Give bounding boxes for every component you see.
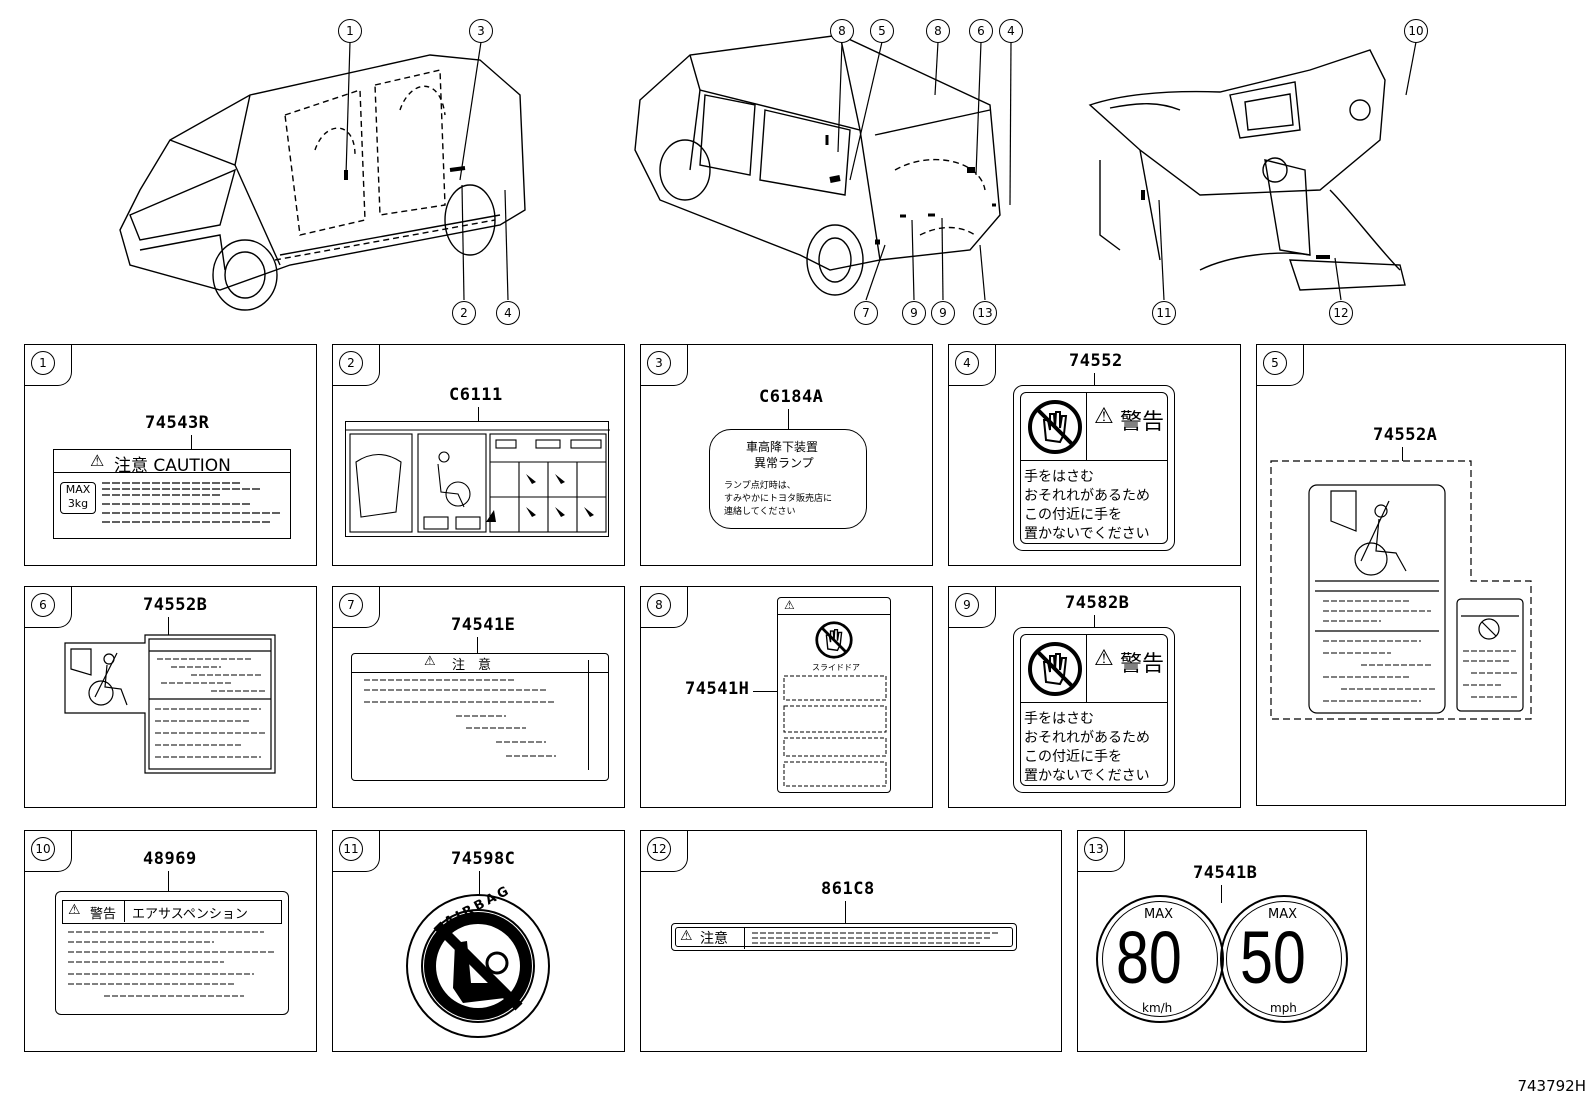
- callout-10: 10: [1404, 19, 1428, 43]
- callout-9-b: 9: [931, 301, 955, 325]
- callout-4-a: 4: [496, 301, 520, 325]
- no-hand-icon: [1028, 400, 1082, 454]
- part-code: C6111: [449, 385, 503, 405]
- max-weight-badge: MAX 3kg: [60, 482, 96, 514]
- caution-strip-label: ⚠ 注意: [671, 923, 1017, 951]
- panel-number: 4: [955, 351, 979, 375]
- panel-1: 1 74543R ⚠ 注意 CAUTION MAX 3kg: [24, 344, 317, 566]
- panel-9: 9 74582B ⚠ 警告 手をはさむ おそれれがあるため この付近に手を 置か…: [948, 586, 1241, 808]
- panel-7: 7 74541E ⚠ 注 意: [332, 586, 625, 808]
- part-code: 861C8: [821, 879, 875, 899]
- callout-leaders: [345, 41, 1417, 301]
- diagram-code: 743792H: [1517, 1077, 1586, 1095]
- panel-number: 2: [339, 351, 363, 375]
- warning-triangle-icon: ⚠: [784, 598, 795, 612]
- air-suspension-warning-label: ⚠ 警告 エアサスペンション: [55, 891, 289, 1015]
- panel-number: 11: [339, 837, 363, 861]
- van-front-illustration: [119, 54, 526, 311]
- warning-triangle-icon: ⚠: [68, 902, 81, 918]
- part-code: 74541H: [685, 679, 750, 699]
- callout-9-a: 9: [902, 301, 926, 325]
- warning-triangle-icon: ⚠: [1094, 404, 1114, 429]
- warning-triangle-icon: ⚠: [1094, 646, 1114, 671]
- panel-10: 10 48969 ⚠ 警告 エアサスペンション: [24, 830, 317, 1052]
- panel-number: 6: [31, 593, 55, 617]
- panel-number: 3: [647, 351, 671, 375]
- callout-3: 3: [469, 19, 493, 43]
- no-child-seat-airbag-icon: [406, 894, 550, 1038]
- part-code: 74543R: [145, 413, 210, 433]
- part-code: 74552B: [143, 595, 208, 615]
- warning-triangle-icon: ⚠: [90, 451, 105, 470]
- dashboard-interior-illustration: [1088, 49, 1406, 291]
- panel-number: 10: [31, 837, 55, 861]
- text-lines-graphic: [102, 482, 282, 523]
- panel-number: 13: [1084, 837, 1108, 861]
- callout-8-b: 8: [926, 19, 950, 43]
- panel-11: 11 74598C AIRBAG: [332, 830, 625, 1052]
- panel-12: 12 861C8 ⚠ 注意: [640, 830, 1062, 1052]
- callout-1: 1: [338, 19, 362, 43]
- part-code: 74598C: [451, 849, 516, 869]
- callout-7: 7: [854, 301, 878, 325]
- panel-2: 2 C6111: [332, 344, 625, 566]
- caution-text: 注意 CAUTION: [114, 456, 231, 476]
- panel-4: 4 74552 ⚠ 警告 手をはさむ おそれれがあるため この付近に手を 置かな…: [948, 344, 1241, 566]
- callout-13: 13: [973, 301, 997, 325]
- no-hand-icon: [815, 621, 853, 659]
- part-code: 74541B: [1193, 863, 1258, 883]
- no-hand-icon: [1028, 642, 1082, 696]
- panel-13: 13 74541B MAX 80 km/h MAX 50 mph: [1077, 830, 1367, 1052]
- part-code: C6184A: [759, 387, 824, 407]
- sliding-door-warning-label: ⚠ スライドドア: [777, 597, 891, 793]
- seatbelt-label-graphic: [64, 634, 276, 774]
- panel-5: 5 74552A: [1256, 344, 1566, 806]
- callout-8-a: 8: [830, 19, 854, 43]
- panel-number: 5: [1263, 351, 1287, 375]
- callout-6: 6: [969, 19, 993, 43]
- van-rear-illustration: [634, 34, 1001, 296]
- warning-triangle-icon: ⚠: [424, 654, 436, 669]
- panel-number: 9: [955, 593, 979, 617]
- caution-instruction-label: ⚠ 注 意: [351, 653, 609, 781]
- part-code: 48969: [143, 849, 197, 869]
- seatbelt-wheelchair-label-graphic: [1270, 460, 1532, 720]
- callout-2: 2: [452, 301, 476, 325]
- part-code: 74582B: [1065, 593, 1130, 613]
- caution-label: ⚠ 注意 CAUTION MAX 3kg: [53, 449, 291, 539]
- panel-6: 6 74552B: [24, 586, 317, 808]
- callout-12: 12: [1329, 301, 1353, 325]
- lowering-lamp-label: 車高降下装置 異常ランプ ランプ点灯時は、 すみやかにトヨタ販売店に 連絡してく…: [709, 429, 867, 529]
- panel-8: 8 74541H ⚠ スライドドア: [640, 586, 933, 808]
- callout-4-b: 4: [999, 19, 1023, 43]
- speed-limit-sign-kmh: MAX 80 km/h: [1096, 895, 1224, 1023]
- part-code: 74541E: [451, 615, 516, 635]
- panel-number: 8: [647, 593, 671, 617]
- part-code: 74552: [1069, 351, 1123, 371]
- panel-number: 12: [647, 837, 671, 861]
- wheelchair-instruction-label: [345, 421, 610, 537]
- part-code: 74552A: [1373, 425, 1438, 445]
- panel-3: 3 C6184A 車高降下装置 異常ランプ ランプ点灯時は、 すみやかにトヨタ販…: [640, 344, 933, 566]
- hand-pinch-warning-label: ⚠ 警告 手をはさむ おそれれがあるため この付近に手を 置かないでください: [1013, 385, 1175, 551]
- panel-number: 1: [31, 351, 55, 375]
- speed-limit-sign-mph: MAX 50 mph: [1220, 895, 1348, 1023]
- panel-number: 7: [339, 593, 363, 617]
- callout-5: 5: [870, 19, 894, 43]
- hand-pinch-warning-label: ⚠ 警告 手をはさむ おそれれがあるため この付近に手を 置かないでください: [1013, 627, 1175, 793]
- warning-triangle-icon: ⚠: [680, 928, 693, 944]
- callout-11: 11: [1152, 301, 1176, 325]
